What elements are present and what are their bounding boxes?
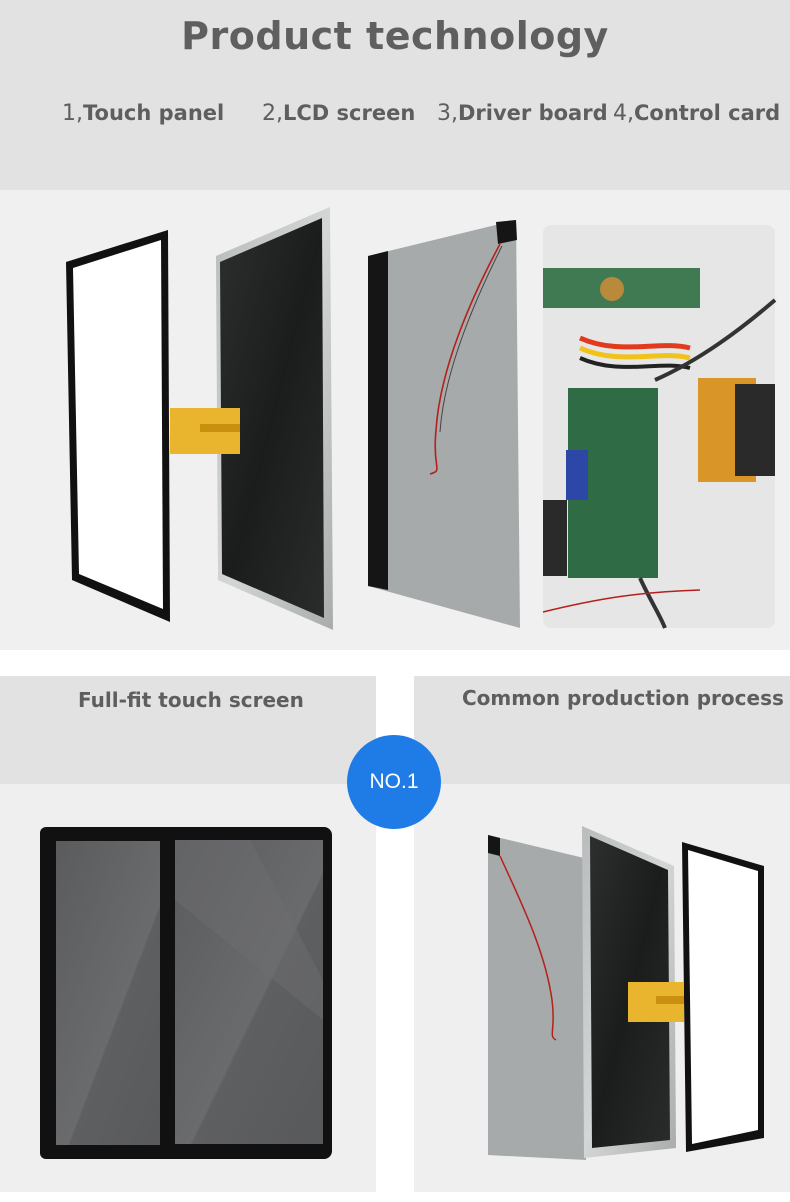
component-name: Touch panel — [83, 101, 225, 125]
common-process-touch-frame-image — [628, 842, 764, 1152]
lcd-screen-image — [170, 207, 333, 630]
full-fit-screen-back-image — [40, 827, 178, 1159]
right-panel-header: Common production process — [414, 676, 790, 784]
component-label-control-card: 4,Control card — [613, 101, 780, 126]
component-name: Driver board — [458, 101, 608, 125]
section-gap — [0, 650, 790, 676]
component-number: 3, — [437, 101, 458, 126]
component-label-touch-panel: 1,Touch panel — [62, 101, 224, 126]
control-card-image — [542, 225, 777, 629]
common-process-lcd-back-image — [488, 835, 586, 1160]
component-name: LCD screen — [283, 101, 416, 125]
left-panel-header: Full-fit touch screen — [0, 676, 376, 784]
component-label-lcd-screen: 2,LCD screen — [262, 101, 415, 126]
component-name: Control card — [634, 101, 781, 125]
component-number: 1, — [62, 101, 83, 126]
left-panel-title: Full-fit touch screen — [78, 688, 304, 712]
component-number: 2, — [262, 101, 283, 126]
right-panel-title: Common production process — [462, 686, 784, 710]
lcd-back-image — [368, 220, 520, 628]
no1-badge: NO.1 — [347, 735, 441, 829]
header-banner: Product technology 1,Touch panel 2,LCD s… — [0, 0, 790, 190]
page-title: Product technology — [181, 14, 609, 58]
touch-panel-frame-image — [66, 230, 170, 622]
full-fit-screen-front-image — [160, 827, 332, 1159]
component-number: 4, — [613, 101, 634, 126]
component-label-driver-board: 3,Driver board — [437, 101, 608, 126]
